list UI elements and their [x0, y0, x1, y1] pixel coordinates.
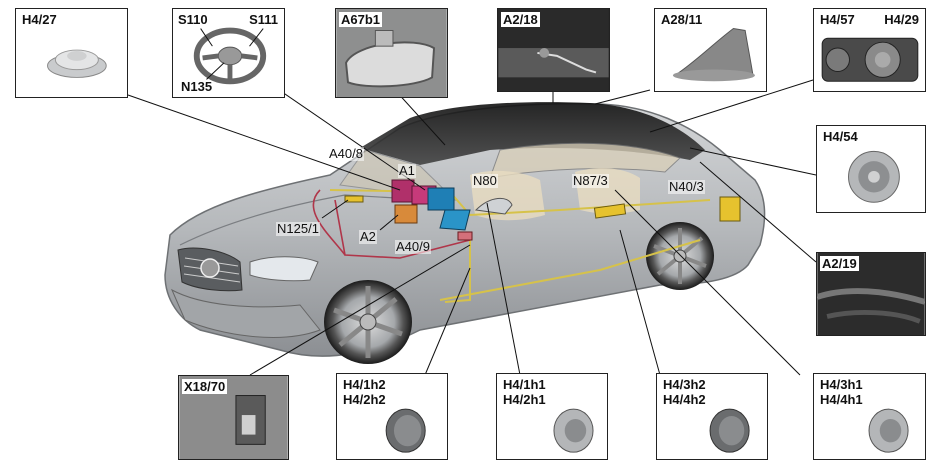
rear-wheel	[646, 222, 714, 290]
callout-a2: A2	[359, 229, 377, 244]
component-a40-9	[457, 231, 473, 241]
label-s110: S110	[178, 12, 208, 27]
front-wheel	[324, 280, 412, 364]
callout-n40-3: N40/3	[668, 179, 705, 194]
callout-n87-3: N87/3	[572, 173, 609, 188]
box-label: H4/54	[823, 129, 858, 144]
mid-speaker-image	[553, 408, 594, 453]
box-a28-11: A28/11	[654, 8, 767, 92]
label-h4-3h1: H4/3h1	[820, 377, 863, 392]
callout-n80: N80	[472, 173, 498, 188]
label-h4-2h1: H4/2h1	[503, 392, 546, 407]
box-h4-1h1: H4/1h1 H4/2h1	[496, 373, 608, 460]
label-h4-3h2: H4/3h2	[663, 377, 706, 392]
component-a2	[394, 204, 418, 224]
label-s111: S111	[249, 12, 278, 27]
box-label: A67b1	[339, 12, 383, 27]
box-h4-54: H4/54	[816, 125, 926, 213]
antenna-wire-image	[498, 9, 609, 91]
label-h4-29: H4/29	[884, 12, 919, 27]
box-h4-1h2: H4/1h2 H4/2h2	[336, 373, 448, 460]
box-x18-70: X18/70	[178, 375, 289, 460]
label-h4-1h1: H4/1h1	[503, 377, 546, 392]
rear-mid-speaker-image	[868, 408, 909, 453]
box-h4-3h1: H4/3h1 H4/4h1	[813, 373, 926, 460]
box-h4-57-h4-29: H4/57 H4/29	[813, 8, 926, 92]
box-a67b1: A67b1	[335, 8, 448, 98]
door-speaker-image	[385, 408, 426, 453]
rear-door-speaker-image	[709, 408, 750, 453]
label-h4-57: H4/57	[820, 12, 855, 27]
rearview-mirror-image	[336, 9, 447, 97]
label-n135: N135	[181, 79, 213, 94]
label-h4-4h1: H4/4h1	[820, 392, 863, 407]
component-n125-1	[344, 195, 364, 203]
box-label: X18/70	[182, 379, 228, 394]
steering-wheel-image	[193, 27, 267, 85]
box-steering-wheel: S110 S111 N135	[172, 8, 285, 98]
callout-n125-1: N125/1	[276, 221, 320, 236]
component-blue-unit	[427, 187, 471, 231]
box-label: A2/19	[820, 256, 859, 271]
speaker-housing-image	[821, 37, 919, 82]
label-h4-2h2: H4/2h2	[343, 392, 386, 407]
box-h4-27: H4/27	[15, 8, 128, 98]
shark-fin-antenna-image	[672, 28, 755, 82]
box-h4-3h2: H4/3h2 H4/4h2	[656, 373, 768, 460]
callout-a40-9: A40/9	[395, 239, 431, 254]
label-h4-1h2: H4/1h2	[343, 377, 386, 392]
box-label: A28/11	[661, 12, 703, 27]
callout-a1: A1	[398, 163, 416, 178]
box-label: A2/18	[501, 12, 540, 27]
box-a2-19: A2/19	[816, 252, 926, 336]
label-h4-4h2: H4/4h2	[663, 392, 706, 407]
component-n40-3	[719, 196, 741, 222]
box-a2-18: A2/18	[497, 8, 610, 92]
woofer-speaker-image	[848, 150, 900, 203]
callout-a40-8: A40/8	[328, 146, 364, 161]
tweeter-speaker-image	[47, 49, 107, 78]
box-label: H4/27	[22, 12, 57, 27]
